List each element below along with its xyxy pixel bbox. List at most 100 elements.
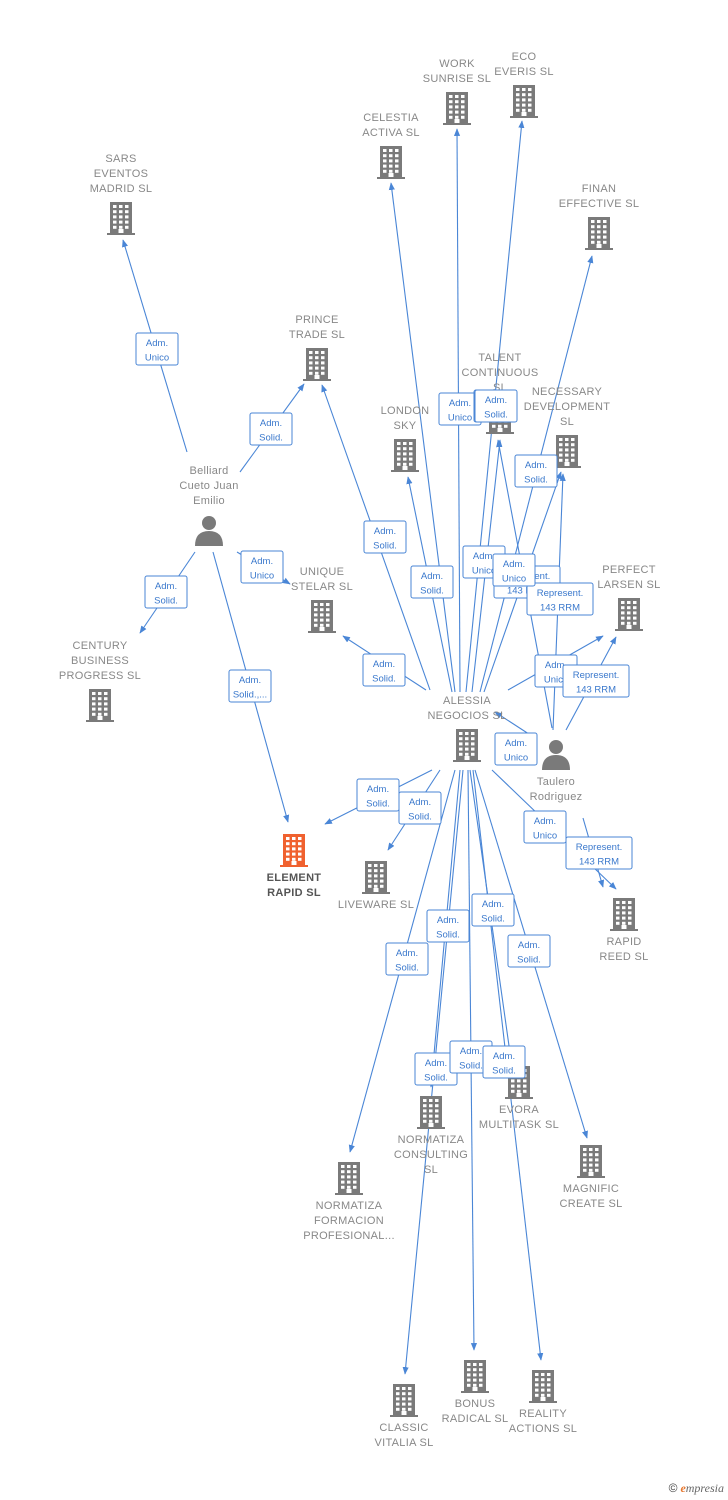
relation-label-text: Adm. (482, 899, 504, 910)
relation-label-alessia-to-element[interactable]: Adm.Solid. (356, 778, 400, 812)
relation-label-box (523, 810, 567, 844)
node-liveware[interactable]: LIVEWARE SL (338, 861, 414, 911)
node-label: NORMATIZA (316, 1200, 383, 1212)
relation-label-text: Adm. (373, 659, 395, 670)
node-label: PROGRESS SL (59, 670, 141, 682)
building-icon (529, 1370, 557, 1403)
building-icon (280, 834, 308, 867)
relation-label-taulero-to-alessia[interactable]: Adm.Unico (494, 732, 538, 766)
relation-label-alessia-to-evora[interactable]: Adm.Solid. (471, 893, 515, 927)
relation-label-box (526, 582, 594, 616)
relation-label-text: Unico (472, 566, 496, 577)
relation-label-belliard-to-element[interactable]: Adm.Solid.,... (228, 669, 272, 703)
node-label: Rodriguez (530, 791, 583, 803)
building-icon (453, 729, 481, 762)
relation-label-alessia-to-talent[interactable]: Adm.Solid. (474, 389, 518, 423)
relation-label-belliard-to-prince[interactable]: Adm.Solid. (249, 412, 293, 446)
building-icon (335, 1162, 363, 1195)
relation-label-alessia-to-celestia[interactable]: Adm.Unico (438, 392, 482, 426)
building-icon (610, 898, 638, 931)
relation-label-text: Adm. (260, 418, 282, 429)
relation-label-belliard-to-sars[interactable]: Adm.Unico (135, 332, 179, 366)
node-label: EFFECTIVE SL (559, 198, 640, 210)
relation-label-alessia-to-normcons[interactable]: Adm.Solid. (426, 909, 470, 943)
relation-label-belliard-to-century[interactable]: Adm.Solid. (144, 575, 188, 609)
relation-label-box (249, 412, 293, 446)
building-icon (391, 439, 419, 472)
relation-label-text: Adm. (396, 948, 418, 959)
relation-label-text: Adm. (493, 1051, 515, 1062)
relation-label-text: Unico (502, 574, 526, 585)
relation-label-alessia-to-reality[interactable]: Adm. Solid. (482, 1045, 526, 1079)
relation-label-box (507, 934, 551, 968)
relation-label-text: Solid. (492, 1066, 516, 1077)
relation-label-alessia-to-normform[interactable]: Adm.Solid. (385, 942, 429, 976)
relation-label-text: 143 RRM (579, 857, 619, 868)
building-icon (510, 85, 538, 118)
node-label: NEGOCIOS SL (427, 710, 506, 722)
relation-label-taulero-to-talent[interactable]: Adm.Unico (492, 553, 536, 587)
copyright-icon: © (668, 1481, 678, 1495)
relation-label-alessia-to-london[interactable]: Adm.Solid. (410, 565, 454, 599)
relation-label-text: Unico (448, 413, 472, 424)
relation-label-alessia-to-rapidreed[interactable]: Adm.Unico (523, 810, 567, 844)
node-label: PRINCE (295, 314, 338, 326)
relation-label-text: Unico (533, 831, 557, 842)
relation-label-box (482, 1045, 526, 1079)
relation-label-box (514, 454, 558, 488)
node-label: SKY (394, 420, 417, 432)
node-label: ACTIONS SL (509, 1423, 577, 1435)
relation-label-text: Unico (250, 571, 274, 582)
relation-label-text: Unico (544, 675, 568, 686)
relation-label-taulero-to-necessary[interactable]: Represent.143 RRM (526, 582, 594, 616)
building-icon (377, 146, 405, 179)
node-normform[interactable]: NORMATIZAFORMACIONPROFESIONAL... (303, 1162, 395, 1242)
relation-label-text: Solid. (459, 1061, 483, 1072)
brand-initial: e (680, 1481, 686, 1495)
relation-label-alessia-to-necessary[interactable]: Adm.Solid. (514, 454, 558, 488)
building-icon (553, 435, 581, 468)
relation-label-taulero-to-rapidreed[interactable]: Represent.143 RRM (565, 836, 633, 870)
node-label: DEVELOPMENT (524, 401, 610, 413)
brand-name: mpresia (685, 1481, 724, 1495)
relation-label-text: Solid. (372, 674, 396, 685)
relation-label-box (228, 669, 272, 703)
relation-label-alessia-to-prince[interactable]: Adm.Solid. (363, 520, 407, 554)
relation-label-box (474, 389, 518, 423)
node-label: NECESSARY (532, 386, 603, 398)
building-icon (443, 92, 471, 125)
relation-label-text: Adm. (421, 571, 443, 582)
relation-label-belliard-to-unique[interactable]: Adm.Unico (240, 550, 284, 584)
relation-label-taulero-to-perfect[interactable]: Represent.143 RRM (562, 664, 630, 698)
brand-footer[interactable]: ©empresia (669, 1481, 724, 1496)
relation-label-box (362, 653, 406, 687)
relation-label-alessia-to-magnific[interactable]: Adm.Solid. (507, 934, 551, 968)
node-label: WORK (439, 58, 475, 70)
building-icon (615, 598, 643, 631)
relation-label-alessia-to-unique[interactable]: Adm. Solid. (362, 653, 406, 687)
relation-label-alessia-to-liveware[interactable]: Adm.Solid. (398, 791, 442, 825)
relation-labels-layer: Adm.UnicoAdm.Solid.Adm.UnicoAdm.Solid.Ad… (135, 332, 633, 1086)
